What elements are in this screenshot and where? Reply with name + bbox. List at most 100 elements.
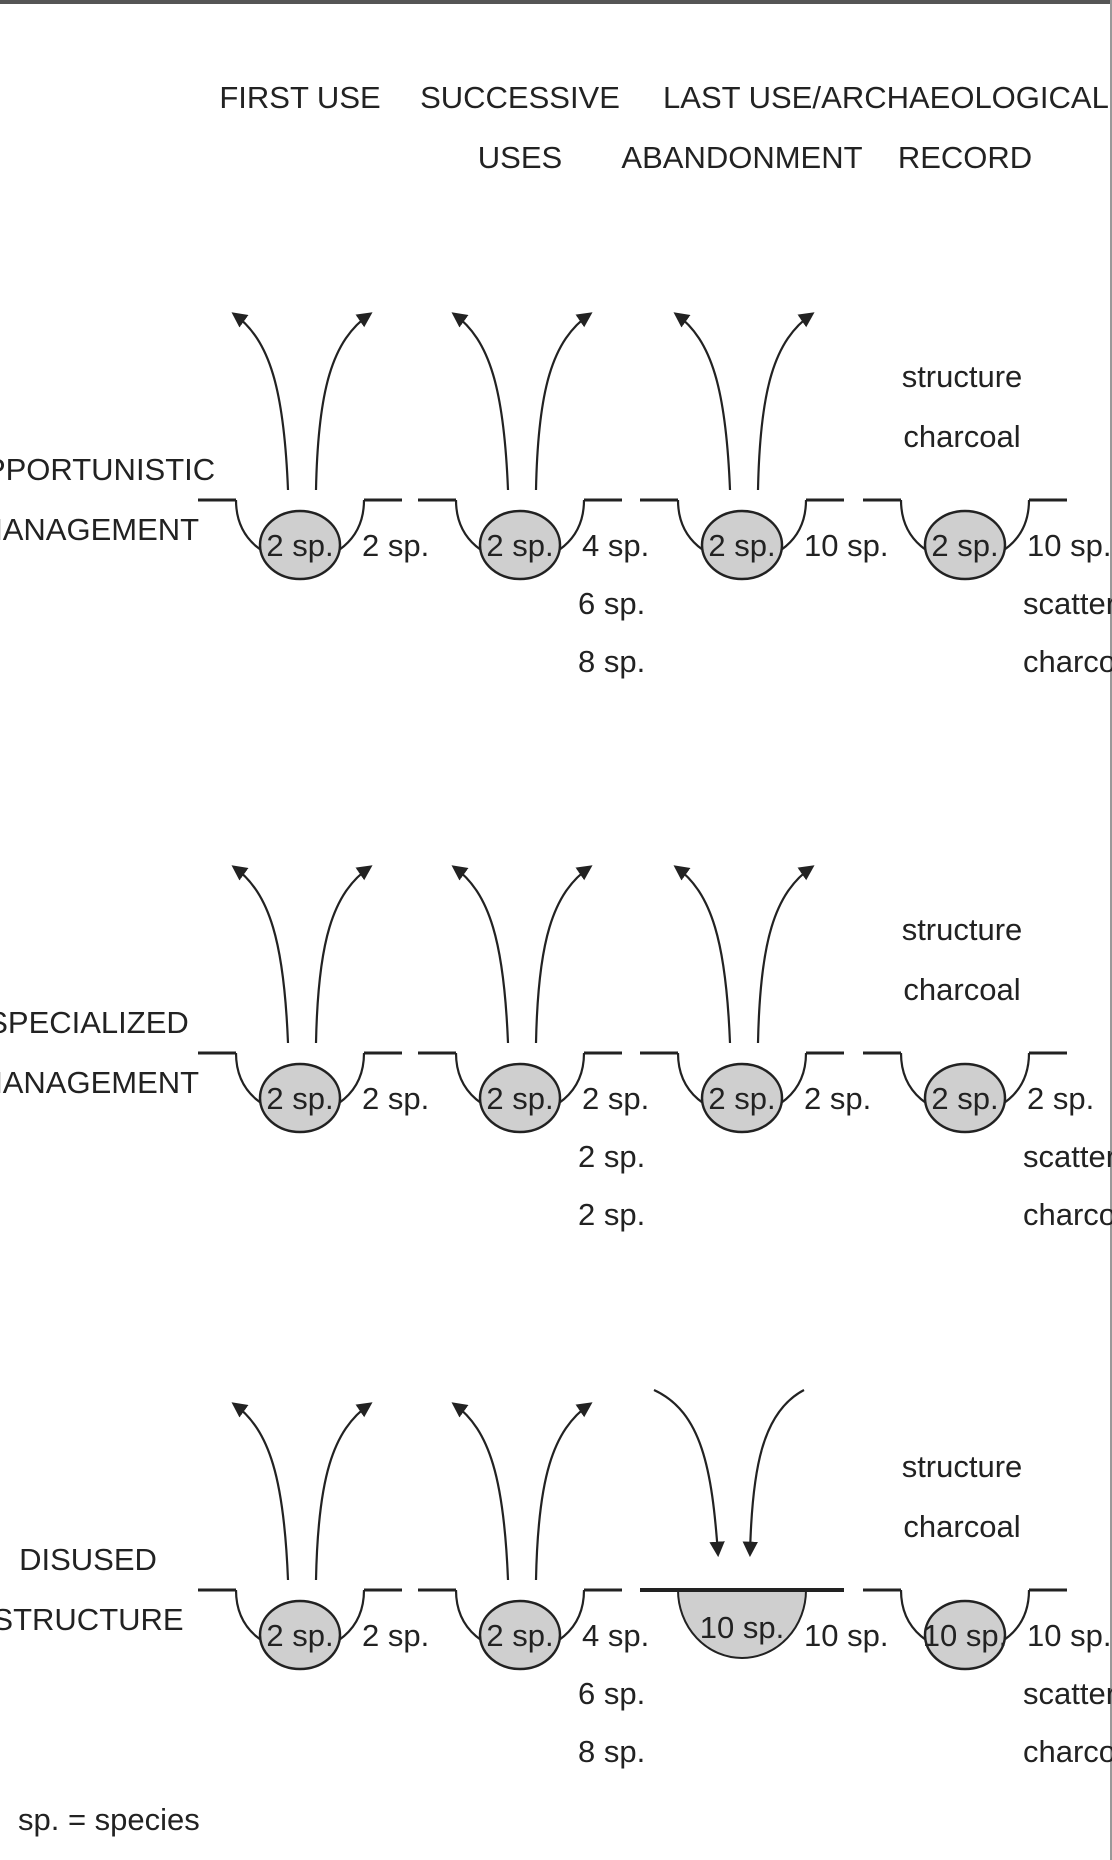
column-header-2: SUCCESSIVE USES	[420, 80, 620, 175]
inner-species-count: 2 sp.	[486, 528, 553, 563]
arrow-pair	[231, 1402, 373, 1581]
column-header-4: ARCHAEOLOGICAL RECORD	[821, 80, 1109, 175]
side-label: 2 sp.	[578, 1197, 645, 1232]
side-label: 2 sp.	[804, 1081, 871, 1116]
side-label: 2 sp.	[578, 1139, 645, 1174]
side-label: 8 sp.	[578, 644, 645, 679]
arrow-out-right	[756, 312, 815, 491]
hearth-cell: 10 sp. 10 sp.	[640, 1389, 888, 1659]
arrow-pair	[673, 865, 815, 1044]
side-label: 4 sp.	[582, 1618, 649, 1653]
charcoal-lens	[923, 509, 1007, 581]
column-header-line: RECORD	[898, 140, 1032, 175]
row-label-line: OPPORTUNISTIC	[0, 452, 215, 487]
side-label: scattered	[1023, 586, 1112, 621]
inner-species-count: 10 sp.	[700, 1610, 784, 1645]
arrow-out-left	[451, 865, 510, 1044]
column-header-line: FIRST USE	[219, 80, 380, 115]
arrow-out-left	[231, 312, 290, 491]
arrow-pair	[451, 312, 593, 491]
charcoal-lens	[923, 1062, 1007, 1134]
inner-species-count: 2 sp.	[266, 528, 333, 563]
arrow-out-left	[451, 312, 510, 491]
arrow-out-left	[673, 865, 732, 1044]
arrow-out-right	[314, 312, 373, 491]
column-header-line: USES	[478, 140, 562, 175]
hearth-cell: 2 sp.2 sp.2 sp.2 sp.	[418, 865, 649, 1232]
side-label: 2 sp.	[362, 528, 429, 563]
row-label: SPECIALIZED MANAGEMENT	[0, 1005, 199, 1100]
side-label: 6 sp.	[578, 1676, 645, 1711]
side-label: 4 sp.	[582, 528, 649, 563]
row-1: OPPORTUNISTIC MANAGEMENT 2 sp. 2 sp. 2 sp. 4 …	[0, 312, 1112, 679]
side-label: scattered	[1023, 1676, 1112, 1711]
inner-species-count: 2 sp.	[931, 1081, 998, 1116]
column-header-line: LAST USE/	[663, 80, 821, 115]
arrow-out-right	[314, 1402, 373, 1581]
hearth-cell: 2 sp.4 sp.6 sp.8 sp.	[418, 312, 649, 679]
side-label: charcoal	[1023, 644, 1112, 679]
charcoal-lens	[700, 1062, 784, 1134]
charcoal-lens	[478, 1599, 562, 1671]
hearth-cell: 2 sp. 2 sp.	[198, 1402, 429, 1671]
hearth-cell: 2 sp. 10 sp. scattered charcoal structure cha…	[863, 359, 1112, 679]
side-label: 8 sp.	[578, 1734, 645, 1769]
arrow-pair	[231, 865, 373, 1044]
record-label: structure	[902, 912, 1023, 947]
row-label-line: MANAGEMENT	[0, 512, 199, 547]
side-label: 2 sp.	[1027, 1081, 1094, 1116]
charcoal-lens	[478, 1062, 562, 1134]
row-label: OPPORTUNISTIC MANAGEMENT	[0, 452, 215, 547]
row-2: SPECIALIZEDMANAGEMENT2 sp.2 sp.2 sp.2 sp…	[0, 865, 1112, 1232]
charcoal-lens	[258, 509, 342, 581]
hearth-cell: 2 sp.2 sp.	[640, 865, 871, 1134]
column-header-line: ARCHAEOLOGICAL	[821, 80, 1109, 115]
record-label: charcoal	[903, 419, 1020, 454]
row-label-line: STRUCTURE	[0, 1602, 184, 1637]
charcoal-lens	[923, 1599, 1007, 1671]
arrow-pair	[231, 312, 373, 491]
arrow-pair	[451, 865, 593, 1044]
side-label: 2 sp.	[362, 1618, 429, 1653]
side-label: 10 sp.	[1027, 528, 1111, 563]
record-label: charcoal	[903, 972, 1020, 1007]
hearth-cell: 2 sp. 10 sp.	[640, 312, 888, 581]
side-label: 10 sp.	[804, 528, 888, 563]
inner-species-count: 2 sp.	[266, 1081, 333, 1116]
arrow-out-right	[314, 865, 373, 1044]
inner-species-count: 2 sp.	[486, 1618, 553, 1653]
arrow-in-right	[742, 1389, 805, 1558]
hearth-cell: 2 sp.2 sp.	[198, 865, 429, 1134]
charcoal-lens	[700, 509, 784, 581]
arrow-out-right	[534, 865, 593, 1044]
record-label: structure	[902, 1449, 1023, 1484]
hearth-cell: 2 sp. 4 sp. 6 sp. 8 sp.	[418, 1402, 649, 1769]
arrow-out-right	[534, 1402, 593, 1581]
top-border	[0, 0, 1112, 4]
pit-fill	[676, 1589, 808, 1659]
arrow-out-right	[534, 312, 593, 491]
hearth-cell: 10 sp.10 sp.scatteredcharcoalstructurech…	[863, 1449, 1112, 1769]
side-label: 10 sp.	[804, 1618, 888, 1653]
side-label: scattered	[1023, 1139, 1112, 1174]
column-header-line: SUCCESSIVE	[420, 80, 620, 115]
hearth-cell: 2 sp. 2 sp.	[198, 312, 429, 581]
arrow-pair	[653, 1389, 805, 1558]
record-label: charcoal	[903, 1509, 1020, 1544]
row-label-line: MANAGEMENT	[0, 1065, 199, 1100]
charcoal-lens	[478, 509, 562, 581]
record-label: structure	[902, 359, 1023, 394]
arrow-out-right	[756, 865, 815, 1044]
inner-species-count: 2 sp.	[266, 1618, 333, 1653]
inner-species-count: 2 sp.	[708, 528, 775, 563]
right-border	[1110, 0, 1112, 1860]
row-label-line: SPECIALIZED	[0, 1005, 189, 1040]
inner-species-count: 2 sp.	[931, 528, 998, 563]
hearth-cell: 2 sp.2 sp.scatteredcharcoalstructurechar…	[863, 912, 1112, 1232]
arrow-out-left	[451, 1402, 510, 1581]
charcoal-lens	[258, 1062, 342, 1134]
